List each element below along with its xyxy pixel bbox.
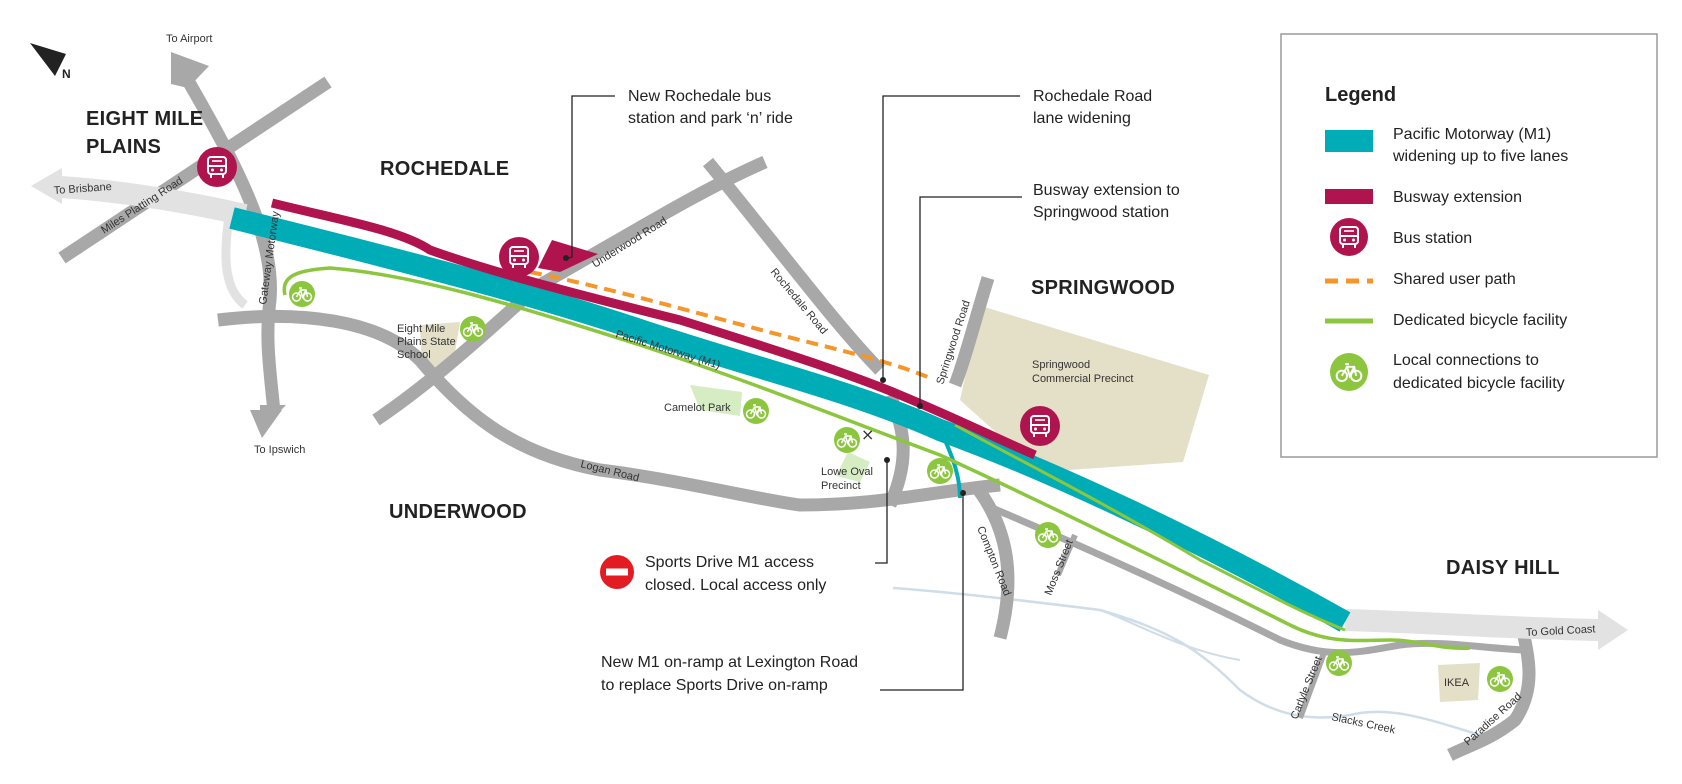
callout-rochedale-road-line2: lane widening (1033, 110, 1131, 127)
springwood-road (948, 276, 995, 388)
arrow-to-airport-head (171, 52, 209, 88)
label-camelot-park: Camelot Park (664, 402, 731, 414)
label-school-line3: School (397, 349, 431, 361)
label-school-line1: Eight Mile (397, 323, 445, 335)
slacks-creek-branch (1099, 609, 1241, 661)
legend-panel: Legend Pacific Motorway (M1) widening up… (1280, 33, 1658, 458)
sports-drive-closure-x: × (861, 425, 874, 444)
compton-road (969, 481, 1015, 640)
callout-rochedale-bus-line1: New Rochedale bus (628, 88, 771, 105)
place-eight-mile-plains-line1: EIGHT MILE (86, 108, 203, 130)
bus-station-springwood (1020, 406, 1060, 446)
leader-dot-sports-drive (884, 457, 890, 463)
miles-platting-road (58, 76, 332, 264)
camelot-park-area (690, 385, 742, 416)
label-lowe-oval-line1: Lowe Oval (821, 466, 873, 478)
legend-item-local-connections-line1: Local connections to (1393, 352, 1539, 369)
pacific-motorway (229, 207, 1351, 632)
legend-title: Legend (1325, 84, 1396, 106)
road-network (58, 68, 1536, 761)
leader-dot-lexington (960, 490, 966, 496)
label-school-line2: Plains State (397, 336, 456, 348)
callout-sports-drive-line1: Sports Drive M1 access (645, 554, 814, 571)
leader-dot-busway (917, 403, 923, 409)
paradise-road (1447, 626, 1536, 761)
callout-sports-drive-line2: closed. Local access only (645, 577, 826, 594)
shared-user-path (529, 270, 931, 380)
motorway-ramp-lexington (938, 429, 962, 499)
callout-rochedale-bus-line2: station and park ‘n’ ride (628, 110, 793, 127)
bicycle-path-north (954, 423, 1346, 632)
arrow-to-ipswich-head2 (250, 410, 282, 438)
callout-lexington-line1: New M1 on-ramp at Lexington Road (601, 654, 858, 671)
bicycle-connection-1 (289, 281, 315, 307)
label-to-airport: To Airport (166, 33, 212, 45)
ikea-area (1438, 663, 1480, 702)
bicycle-connection-4 (834, 427, 860, 453)
legend-item-local-connections-line2: dedicated bicycle facility (1393, 375, 1565, 392)
callout-busway-ext-line2: Springwood station (1033, 204, 1169, 221)
callout-rochedale-road-line1: Rochedale Road (1033, 88, 1152, 105)
direction-arrows (31, 52, 1628, 650)
legend-item-bicycle-facility: Dedicated bicycle facility (1393, 312, 1567, 329)
place-daisy-hill: DAISY HILL (1446, 557, 1560, 579)
legend-bus-icon (1330, 218, 1368, 256)
north-label: N (62, 67, 71, 81)
label-springwood-precinct-line2: Commercial Precinct (1032, 373, 1133, 385)
label-to-brisbane: To Brisbane (53, 181, 112, 197)
label-slacks-creek: Slacks Creek (1330, 711, 1396, 736)
label-to-gold-coast: To Gold Coast (1526, 623, 1596, 639)
logan-road (217, 309, 1001, 512)
callout-leaders (568, 95, 1022, 691)
bicycle-connection-8 (1487, 666, 1513, 692)
legend-item-bus-station: Bus station (1393, 230, 1472, 247)
rochedale-road (702, 157, 885, 375)
callout-lexington-line2: to replace Sports Drive on-ramp (601, 677, 828, 694)
place-eight-mile-plains-line2: PLAINS (86, 136, 161, 158)
arrow-to-gold-coast-shaft (1344, 609, 1601, 641)
leader-dot-rochedale-road (880, 377, 886, 383)
no-entry-icon (600, 555, 634, 589)
bus-station-rochedale (499, 237, 539, 277)
legend-busway-swatch (1325, 189, 1373, 204)
busway-extension (270, 198, 1037, 460)
label-springwood-precinct-line1: Springwood (1032, 359, 1090, 371)
callout-busway-ext-line1: Busway extension to (1033, 182, 1180, 199)
north-arrow-icon: N (30, 43, 71, 81)
label-logan-road: Logan Road (579, 458, 640, 484)
slacks-creek-line (892, 586, 1481, 737)
bicycle-connection-2 (460, 316, 486, 342)
gateway-ramp-left (221, 209, 248, 309)
place-rochedale: ROCHEDALE (380, 158, 509, 180)
arrow-to-brisbane-head (31, 168, 62, 204)
legend-item-motorway-line1: Pacific Motorway (M1) (1393, 126, 1551, 143)
place-springwood: SPRINGWOOD (1031, 277, 1175, 299)
arrow-to-brisbane-shaft (59, 176, 248, 226)
label-lowe-oval-line2: Precinct (821, 480, 861, 492)
label-ikea: IKEA (1444, 677, 1470, 689)
place-underwood: UNDERWOOD (389, 501, 527, 523)
bicycle-connection-6 (1035, 522, 1061, 548)
label-carlyle-street: Carlyle Street (1289, 655, 1325, 721)
lowe-oval-area (836, 452, 870, 482)
bus-station-eight-mile-plains (197, 147, 237, 187)
frontage-road-south (983, 501, 1526, 657)
gateway-motorway-road (177, 68, 281, 413)
label-to-ipswich: To Ipswich (254, 444, 305, 456)
legend-item-busway: Busway extension (1393, 189, 1522, 206)
bicycle-connection-5 (927, 458, 953, 484)
leader-dot-park-n-ride (563, 255, 569, 261)
bicycle-path-main (282, 266, 1471, 651)
legend-item-shared-path: Shared user path (1393, 271, 1516, 288)
carlyle-street (1297, 648, 1328, 720)
legend-bicycle-icon (1330, 353, 1368, 391)
legend-item-motorway-line2: widening up to five lanes (1392, 148, 1568, 165)
bicycle-connection-7 (1326, 650, 1352, 676)
legend-motorway-swatch (1325, 130, 1373, 152)
arrow-to-gold-coast-head (1598, 610, 1628, 650)
bicycle-connection-3 (743, 398, 769, 424)
